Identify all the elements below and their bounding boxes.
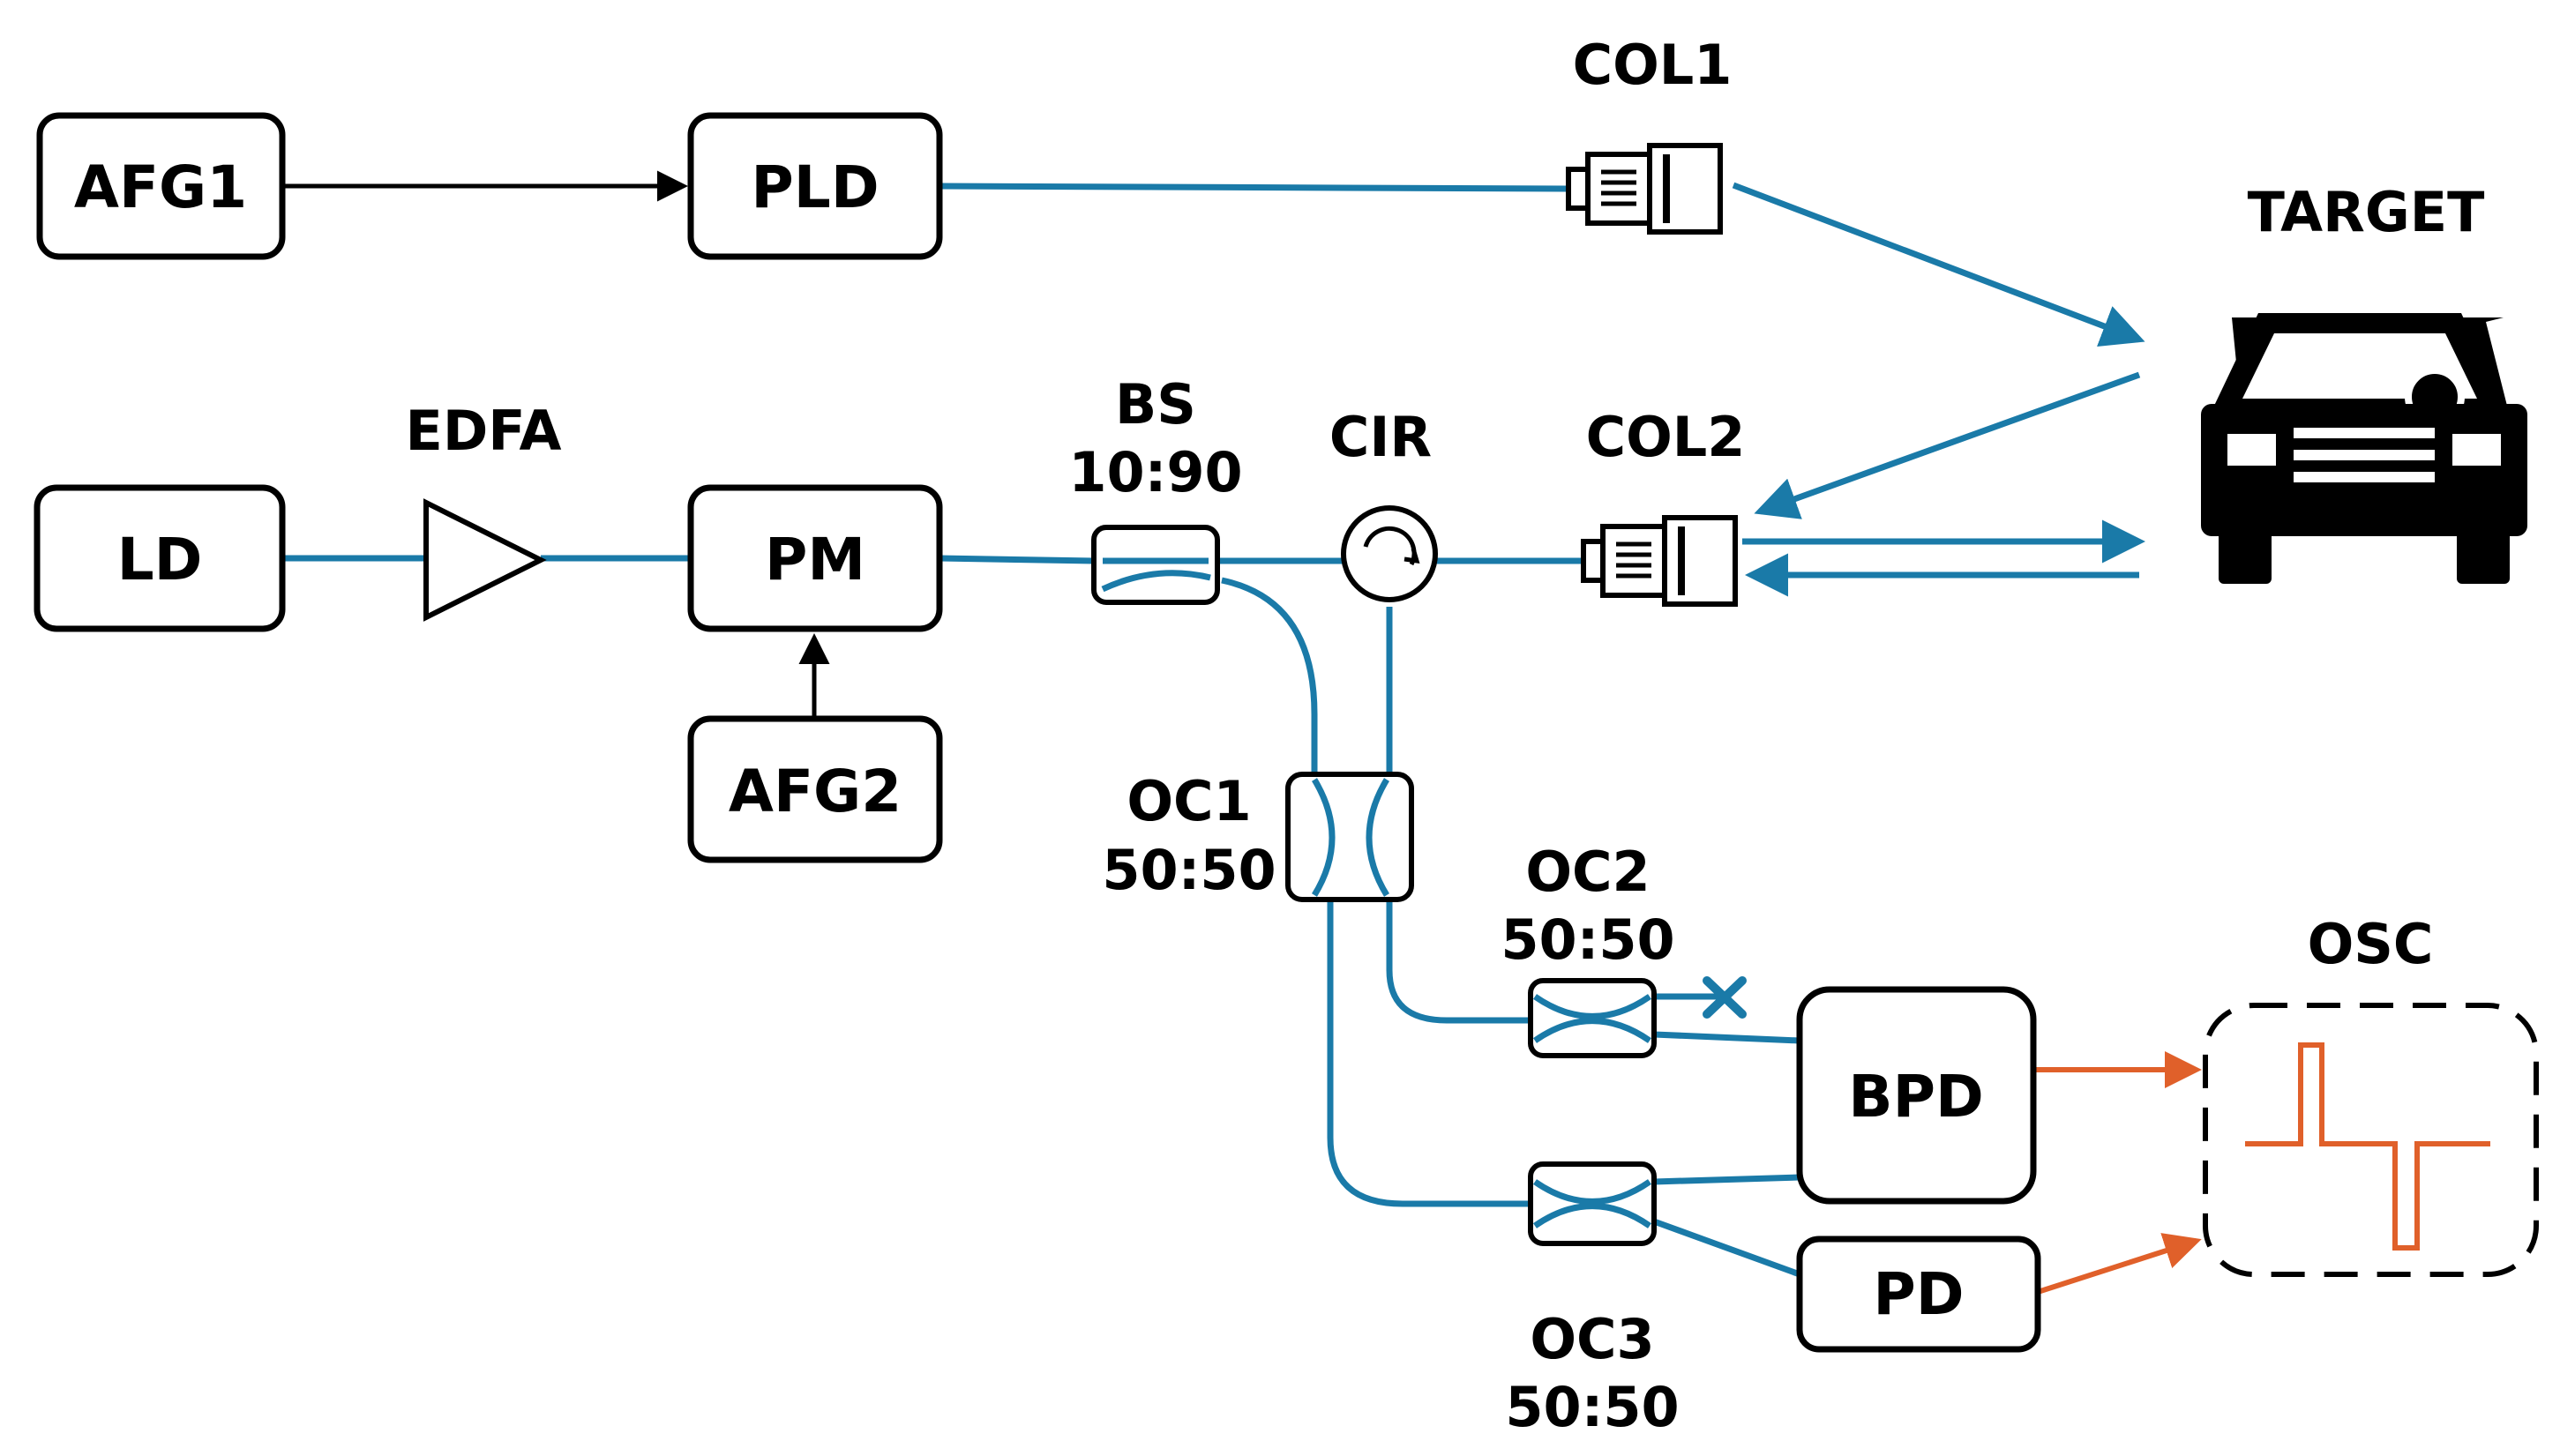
oc2-ratio-label: 50:50 — [1501, 907, 1674, 972]
free-space-beams — [1732, 182, 2145, 597]
fiber-oc3-pd — [1652, 1218, 1801, 1278]
oc2-name-label: OC2 — [1525, 840, 1650, 904]
beam-col1-to-target — [1732, 182, 2145, 347]
oc1-coupler — [1285, 772, 1414, 902]
oc3-name-label: OC3 — [1530, 1307, 1654, 1371]
fiber-cir-oc2 — [1386, 607, 1531, 1024]
osc-box — [2203, 1003, 2539, 1277]
wire-pd-osc — [2037, 1233, 2202, 1295]
circulator-icon — [1341, 505, 1438, 602]
fiber-oc3-bpd — [1653, 1174, 1800, 1185]
car-icon — [2201, 313, 2527, 584]
pm-label: PM — [765, 526, 865, 594]
afg2-box: AFG2 — [687, 715, 943, 863]
bs-coupler — [1091, 525, 1220, 605]
bpd-label: BPD — [1848, 1063, 1983, 1131]
oc3-ratio-label: 50:50 — [1505, 1375, 1679, 1439]
bs-name-label: BS — [1115, 372, 1196, 437]
bpd-box: BPD — [1796, 986, 2037, 1205]
afg2-label: AFG2 — [729, 758, 902, 825]
afg1-label: AFG1 — [74, 153, 247, 221]
col2-label: COL2 — [1586, 405, 1746, 469]
fiber-pm-bs — [939, 555, 1095, 564]
drive-wires — [282, 170, 830, 716]
oc1-ratio-label: 50:50 — [1102, 838, 1276, 902]
signal-wires — [2033, 1051, 2202, 1295]
oc1-name-label: OC1 — [1127, 769, 1251, 833]
pld-label: PLD — [751, 153, 879, 221]
pd-box: PD — [1796, 1236, 2041, 1353]
col1-collimator-icon — [1566, 143, 1723, 235]
fiber-pld-col1 — [939, 183, 1567, 192]
pld-box: PLD — [687, 112, 943, 260]
beam-target-to-col2 — [1754, 371, 2141, 519]
oc3-coupler — [1528, 1161, 1657, 1246]
fiber-bs-oc1 — [1221, 577, 1318, 776]
oc2-coupler — [1528, 978, 1657, 1058]
target-label: TARGET — [2248, 180, 2485, 244]
cir-label: CIR — [1329, 405, 1432, 469]
fiber-links — [282, 183, 1801, 1278]
fiber-oc1-oc3 — [1327, 900, 1531, 1207]
pd-label: PD — [1873, 1260, 1964, 1328]
x-termination-icon — [1703, 976, 1747, 1019]
osc-label: OSC — [2308, 912, 2434, 976]
pulse-trace-icon — [2245, 1042, 2490, 1251]
afg1-box: AFG1 — [36, 112, 286, 260]
ld-label: LD — [117, 526, 203, 594]
bs-ratio-label: 10:90 — [1068, 440, 1242, 504]
edfa-label: EDFA — [405, 399, 561, 463]
ld-box: LD — [34, 484, 286, 632]
pm-box: PM — [687, 484, 943, 632]
amplifier-triangle-icon — [423, 498, 547, 622]
col1-label: COL1 — [1573, 33, 1733, 97]
col2-collimator-icon — [1581, 515, 1738, 607]
fiber-oc2-bpd — [1653, 1031, 1800, 1044]
